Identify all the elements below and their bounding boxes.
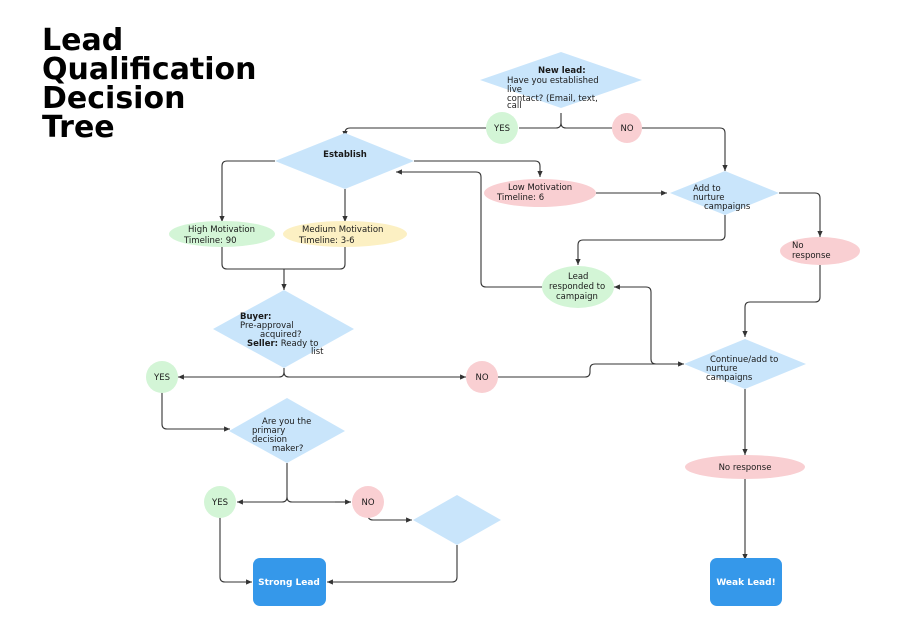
add-nurture-line: Add to [693, 184, 721, 194]
weak-lead-label: Weak Lead! [716, 578, 775, 588]
strong-lead-terminal: Strong Lead [253, 558, 326, 606]
no-badge-top: NO [612, 113, 642, 143]
diagram-title: Lead Qualification Decision Tree [42, 23, 342, 145]
medium-motivation-line: Timeline: 3-6 [298, 236, 355, 246]
yes-label: YES [493, 124, 510, 134]
establish-label: Establish [323, 150, 367, 160]
new-lead-line: contact? (Email, text, [507, 94, 598, 104]
edge-establish-to-low [414, 160, 543, 177]
edge-establish-to-high [219, 160, 275, 222]
edge-nurture-to-responded [575, 215, 726, 265]
edge-responded-to-establish [396, 169, 543, 288]
empty-decision [413, 495, 501, 545]
new-lead-line: call [507, 101, 522, 111]
yes-label: YES [153, 373, 170, 383]
no-label: NO [475, 373, 488, 383]
medium-motivation-node: Medium Motivation Timeline: 3-6 [283, 221, 407, 247]
seller-line-2: list [311, 347, 324, 357]
weak-lead-terminal: Weak Lead! [710, 558, 782, 606]
buyer-heading: Buyer: [240, 312, 271, 322]
edge-responded-to-continue [614, 286, 657, 365]
edge-no-to-nurture [642, 127, 728, 171]
continue-line: nurture [706, 364, 738, 374]
establish-decision: Establish [275, 133, 414, 189]
continue-nurture-decision: Continue/add to nurture campaigns [684, 339, 806, 389]
primary-line: Are you the [262, 417, 311, 427]
edge-newlead-split [519, 113, 612, 129]
buyer-seller-decision: Buyer: Pre-approval acquired? Seller: Re… [213, 290, 354, 368]
edge-primary-split [237, 463, 350, 503]
no-badge-mid: NO [466, 361, 498, 393]
buyer-line: acquired? [260, 330, 301, 340]
seller-text: Ready to [278, 339, 318, 349]
new-lead-line: live [507, 85, 522, 95]
continue-line: Continue/add to [710, 355, 778, 365]
lead-responded-node: Lead responded to campaign [542, 266, 614, 308]
edges [161, 113, 823, 585]
buyer-line: Pre-approval [240, 321, 294, 331]
primary-line: primary [252, 426, 285, 436]
yes-badge-low: YES [204, 486, 236, 518]
add-nurture-line: campaigns [704, 202, 751, 212]
new-lead-heading: New lead: [538, 66, 586, 76]
seller-line: Seller: Ready to [247, 339, 318, 349]
add-nurture-line: nurture [693, 193, 725, 203]
new-lead-line: Have you established [507, 76, 599, 86]
lead-responded-line: Lead [568, 272, 588, 282]
no-label: NO [361, 498, 374, 508]
high-motivation-node: High Motivation Timeline: 90 [169, 221, 275, 247]
edge-nurture-to-noresponse [779, 192, 823, 237]
yes-badge-mid: YES [146, 361, 178, 393]
lead-responded-line: campaign [556, 292, 598, 302]
edge-high-medium-merge [221, 246, 346, 290]
title-line: Tree [42, 110, 115, 145]
primary-line: decision [252, 435, 287, 445]
yes-badge-top: YES [486, 112, 518, 144]
edge-yes-to-establish [342, 127, 486, 137]
title-line: Qualification [42, 52, 257, 87]
no-response-node-1: No response [780, 237, 860, 265]
no-response-line: No [792, 241, 804, 251]
no-response-line: response [792, 251, 831, 261]
no-response-node-2: No response [685, 455, 805, 479]
primary-line: maker? [272, 444, 303, 454]
edge-buyer-split [178, 368, 466, 378]
low-motivation-line: Low Motivation [508, 183, 572, 193]
yes-label: YES [211, 498, 228, 508]
low-motivation-line: Timeline: 6 [496, 193, 544, 203]
add-nurture-decision: Add to nurture campaigns [670, 171, 779, 215]
lead-responded-line: responded to [549, 282, 605, 292]
no-label: NO [620, 124, 633, 134]
title-line: Decision [42, 81, 186, 116]
high-motivation-line: Timeline: 90 [183, 236, 237, 246]
edge-empty-to-strong [327, 545, 458, 585]
primary-decision-maker: Are you the primary decision maker? [229, 398, 345, 463]
title-line: Lead [42, 23, 124, 58]
continue-line: campaigns [706, 373, 753, 383]
seller-heading: Seller: [247, 339, 278, 349]
edge-noresponse-to-continue [742, 264, 821, 337]
strong-lead-label: Strong Lead [258, 578, 320, 588]
low-motivation-node: Low Motivation Timeline: 6 [484, 179, 596, 207]
high-motivation-line: High Motivation [188, 225, 255, 235]
no-badge-low: NO [352, 486, 384, 518]
medium-motivation-line: Medium Motivation [302, 225, 383, 235]
edge-yeslow-to-strong [219, 514, 252, 585]
no-response-label: No response [719, 463, 772, 473]
new-lead-decision: New lead: Have you established live cont… [480, 52, 642, 111]
edge-yesmid-to-primary [161, 388, 230, 432]
edge-nomid-to-continue [498, 361, 684, 378]
